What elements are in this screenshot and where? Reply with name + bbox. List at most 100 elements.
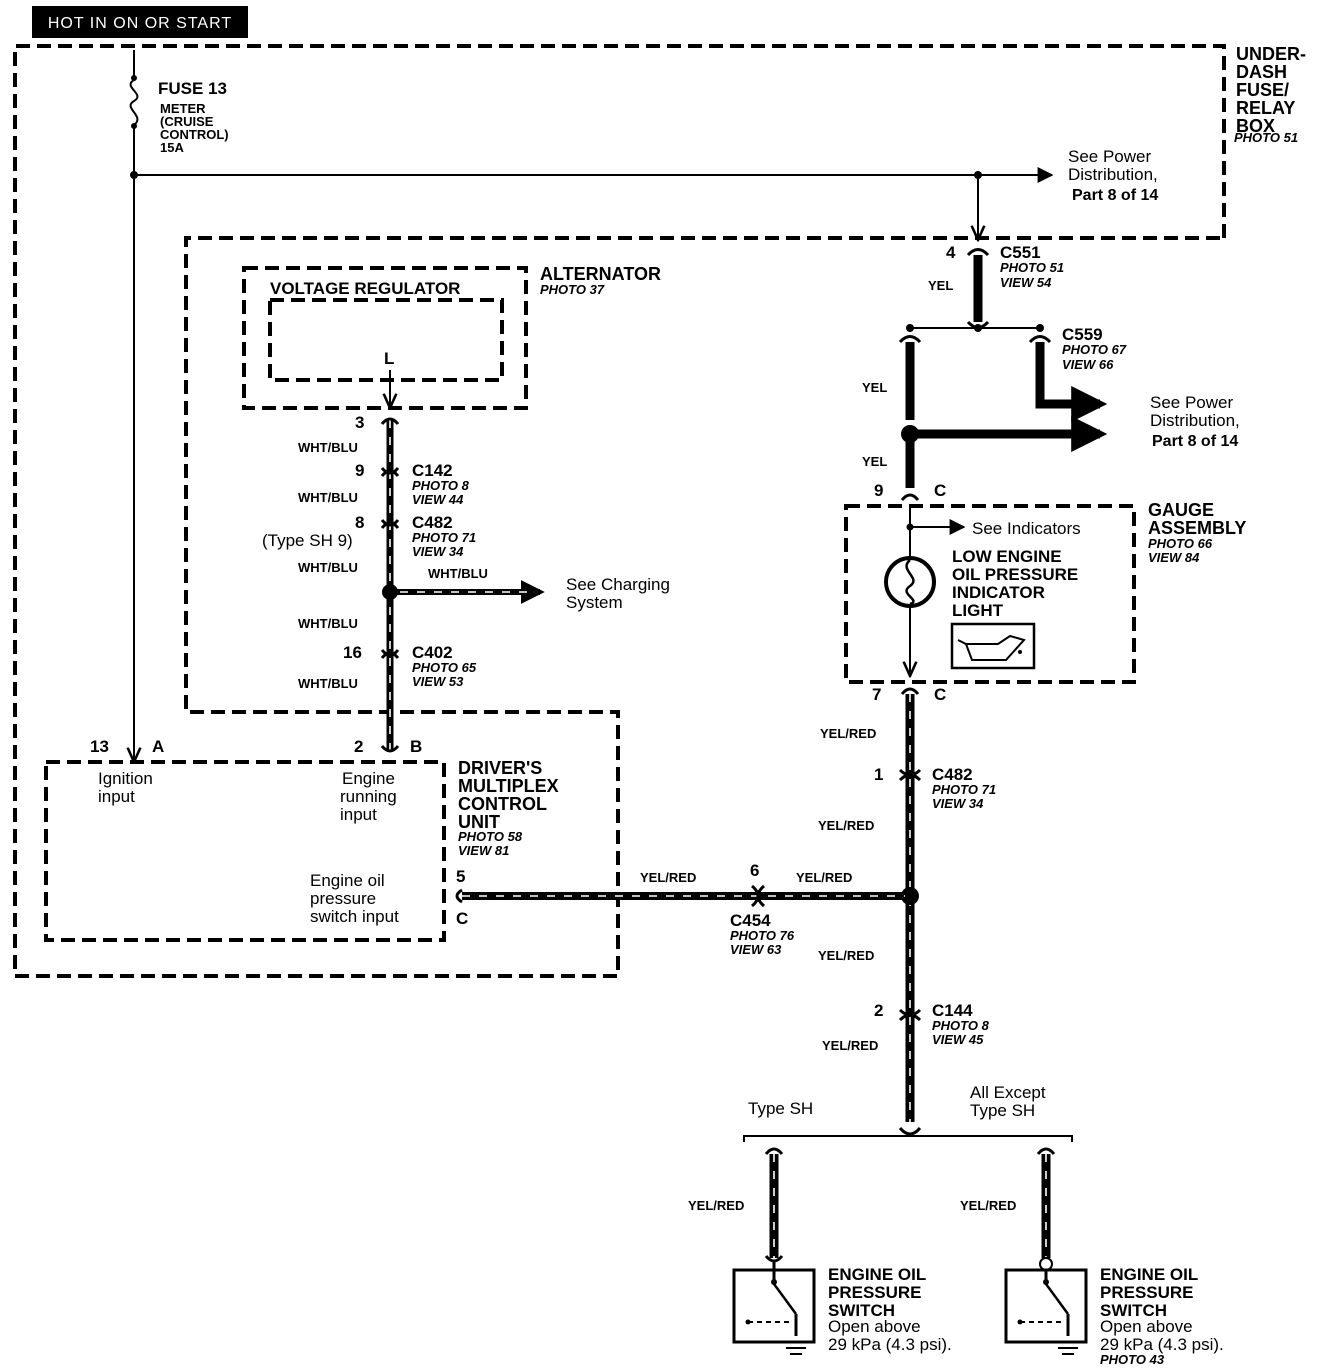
fuse-name: FUSE 13 bbox=[158, 79, 227, 98]
svg-text:input: input bbox=[340, 805, 377, 824]
mcu-outline bbox=[44, 760, 446, 942]
svg-text:Type SH: Type SH bbox=[748, 1099, 813, 1118]
alternator-name: ALTERNATOR bbox=[540, 264, 661, 284]
svg-text:YEL/RED: YEL/RED bbox=[822, 1038, 878, 1053]
svg-text:PHOTO 58: PHOTO 58 bbox=[458, 829, 523, 844]
svg-text:Distribution,: Distribution, bbox=[1068, 165, 1158, 184]
svg-text:PHOTO 65: PHOTO 65 bbox=[412, 660, 477, 675]
svg-text:C454: C454 bbox=[730, 911, 771, 930]
fuse-13: FUSE 13 METER (CRUISE CONTROL) 15A bbox=[129, 50, 229, 155]
svg-text:PHOTO 71: PHOTO 71 bbox=[932, 782, 996, 797]
svg-text:See Charging: See Charging bbox=[566, 575, 670, 594]
svg-text:switch input: switch input bbox=[310, 907, 399, 926]
svg-text:B: B bbox=[410, 737, 422, 756]
svg-text:ENGINE OIL: ENGINE OIL bbox=[1100, 1265, 1198, 1284]
svg-text:4: 4 bbox=[946, 243, 956, 262]
oil-pressure-switch-left bbox=[732, 1262, 816, 1355]
svg-text:Ignition: Ignition bbox=[98, 769, 153, 788]
svg-text:YEL/RED: YEL/RED bbox=[796, 870, 852, 885]
svg-text:Open above: Open above bbox=[1100, 1317, 1193, 1336]
see-indicators: See Indicators bbox=[972, 519, 1081, 538]
svg-text:UNIT: UNIT bbox=[458, 812, 500, 832]
connector-c559: C559 PHOTO 67 VIEW 66 YEL YEL bbox=[862, 324, 1127, 488]
svg-text:WHT/BLU: WHT/BLU bbox=[298, 676, 358, 691]
switch-left-wire: YEL/RED bbox=[688, 1147, 784, 1263]
fuse-box-outline bbox=[13, 44, 1226, 978]
connector-c551: 4 C551 PHOTO 51 VIEW 54 YEL bbox=[928, 243, 1064, 329]
svg-text:VIEW 63: VIEW 63 bbox=[730, 942, 782, 957]
svg-text:PHOTO 66: PHOTO 66 bbox=[1148, 536, 1213, 551]
svg-text:ENGINE OIL: ENGINE OIL bbox=[828, 1265, 926, 1284]
type-branch: Type SH All Except Type SH bbox=[743, 1083, 1073, 1142]
svg-text:VIEW 34: VIEW 34 bbox=[412, 544, 464, 559]
svg-text:YEL/RED: YEL/RED bbox=[818, 948, 874, 963]
svg-text:See Power: See Power bbox=[1068, 147, 1151, 166]
indicator-light-label: LOW ENGINE OIL PRESSURE INDICATOR LIGHT bbox=[952, 547, 1078, 620]
svg-text:VIEW 84: VIEW 84 bbox=[1148, 550, 1200, 565]
header-badge: HOT IN ON OR START bbox=[32, 6, 248, 38]
svg-text:GAUGE: GAUGE bbox=[1148, 500, 1214, 520]
svg-text:C559: C559 bbox=[1062, 325, 1103, 344]
svg-text:YEL/RED: YEL/RED bbox=[960, 1198, 1016, 1213]
svg-text:VIEW 81: VIEW 81 bbox=[458, 843, 509, 858]
svg-text:ASSEMBLY: ASSEMBLY bbox=[1148, 518, 1246, 538]
oil-can-icon bbox=[950, 622, 1036, 670]
svg-text:VIEW 53: VIEW 53 bbox=[412, 674, 464, 689]
svg-text:UNDER-: UNDER- bbox=[1236, 44, 1306, 64]
voltage-regulator-name: VOLTAGE REGULATOR bbox=[270, 279, 460, 298]
svg-text:29 kPa (4.3 psi).: 29 kPa (4.3 psi). bbox=[1100, 1335, 1224, 1354]
svg-text:L: L bbox=[384, 349, 394, 368]
svg-text:YEL: YEL bbox=[862, 380, 887, 395]
svg-text:BOX: BOX bbox=[1236, 116, 1275, 136]
gauge-assembly-outline bbox=[844, 504, 1136, 684]
header-badge-text: HOT IN ON OR START bbox=[48, 15, 232, 32]
svg-text:PHOTO 8: PHOTO 8 bbox=[412, 478, 470, 493]
svg-text:C551: C551 bbox=[1000, 243, 1041, 262]
svg-text:3: 3 bbox=[355, 413, 364, 432]
svg-text:PHOTO 76: PHOTO 76 bbox=[730, 928, 795, 943]
svg-text:FUSE/: FUSE/ bbox=[1236, 80, 1289, 100]
svg-text:OIL PRESSURE: OIL PRESSURE bbox=[952, 565, 1078, 584]
voltage-regulator-outline bbox=[268, 298, 504, 382]
svg-text:C144: C144 bbox=[932, 1001, 973, 1020]
svg-text:Part 8 of 14: Part 8 of 14 bbox=[1072, 187, 1158, 204]
svg-text:(Type SH 9): (Type SH 9) bbox=[262, 531, 353, 550]
yel-red-mcu-wire: YEL/RED 6 YEL/RED C454 PHOTO 76 VIEW 63 bbox=[455, 861, 910, 957]
svg-text:YEL: YEL bbox=[862, 454, 887, 469]
svg-text:Type SH: Type SH bbox=[970, 1101, 1035, 1120]
svg-text:YEL: YEL bbox=[928, 278, 953, 293]
svg-text:2: 2 bbox=[874, 1001, 883, 1020]
svg-text:PHOTO 71: PHOTO 71 bbox=[412, 530, 476, 545]
yel-red-trunk-wire: YEL/RED 1 C482 PHOTO 71 VIEW 34 YEL/RED … bbox=[818, 687, 996, 1122]
svg-text:PRESSURE: PRESSURE bbox=[828, 1283, 922, 1302]
svg-text:9: 9 bbox=[355, 461, 364, 480]
fuse-box-label: UNDER- DASH FUSE/ RELAY BOX PHOTO 51 bbox=[1234, 44, 1306, 145]
svg-text:A: A bbox=[152, 737, 164, 756]
see-power-distribution-2: See Power Distribution, Part 8 of 14 bbox=[1150, 393, 1240, 450]
svg-text:29 kPa (4.3 psi).: 29 kPa (4.3 psi). bbox=[828, 1335, 952, 1354]
svg-text:WHT/BLU: WHT/BLU bbox=[298, 616, 358, 631]
svg-text:WHT/BLU: WHT/BLU bbox=[298, 440, 358, 455]
svg-text:C: C bbox=[934, 685, 946, 704]
svg-text:PHOTO 37: PHOTO 37 bbox=[540, 282, 605, 297]
svg-text:CONTROL: CONTROL bbox=[458, 794, 547, 814]
svg-text:All Except: All Except bbox=[970, 1083, 1046, 1102]
svg-text:(CRUISE: (CRUISE bbox=[160, 114, 214, 129]
svg-text:C482: C482 bbox=[932, 765, 973, 784]
switch-right-wire: YEL/RED bbox=[960, 1147, 1056, 1271]
svg-text:YEL/RED: YEL/RED bbox=[640, 870, 696, 885]
see-power-distribution-1: See Power Distribution, Part 8 of 14 bbox=[1068, 147, 1158, 204]
svg-text:VIEW 44: VIEW 44 bbox=[412, 492, 464, 507]
svg-text:7: 7 bbox=[872, 685, 881, 704]
svg-text:LOW ENGINE: LOW ENGINE bbox=[952, 547, 1062, 566]
oil-pressure-switch-right bbox=[1004, 1268, 1088, 1355]
switch-right-label: ENGINE OIL PRESSURE SWITCH Open above 29… bbox=[1100, 1265, 1224, 1367]
svg-text:input: input bbox=[98, 787, 135, 806]
oil-pressure-indicator-light bbox=[884, 556, 936, 608]
svg-text:PHOTO 51: PHOTO 51 bbox=[1000, 260, 1064, 275]
svg-text:VIEW 45: VIEW 45 bbox=[932, 1032, 984, 1047]
svg-text:1: 1 bbox=[874, 765, 883, 784]
svg-text:Engine: Engine bbox=[342, 769, 395, 788]
svg-text:PRESSURE: PRESSURE bbox=[1100, 1283, 1194, 1302]
